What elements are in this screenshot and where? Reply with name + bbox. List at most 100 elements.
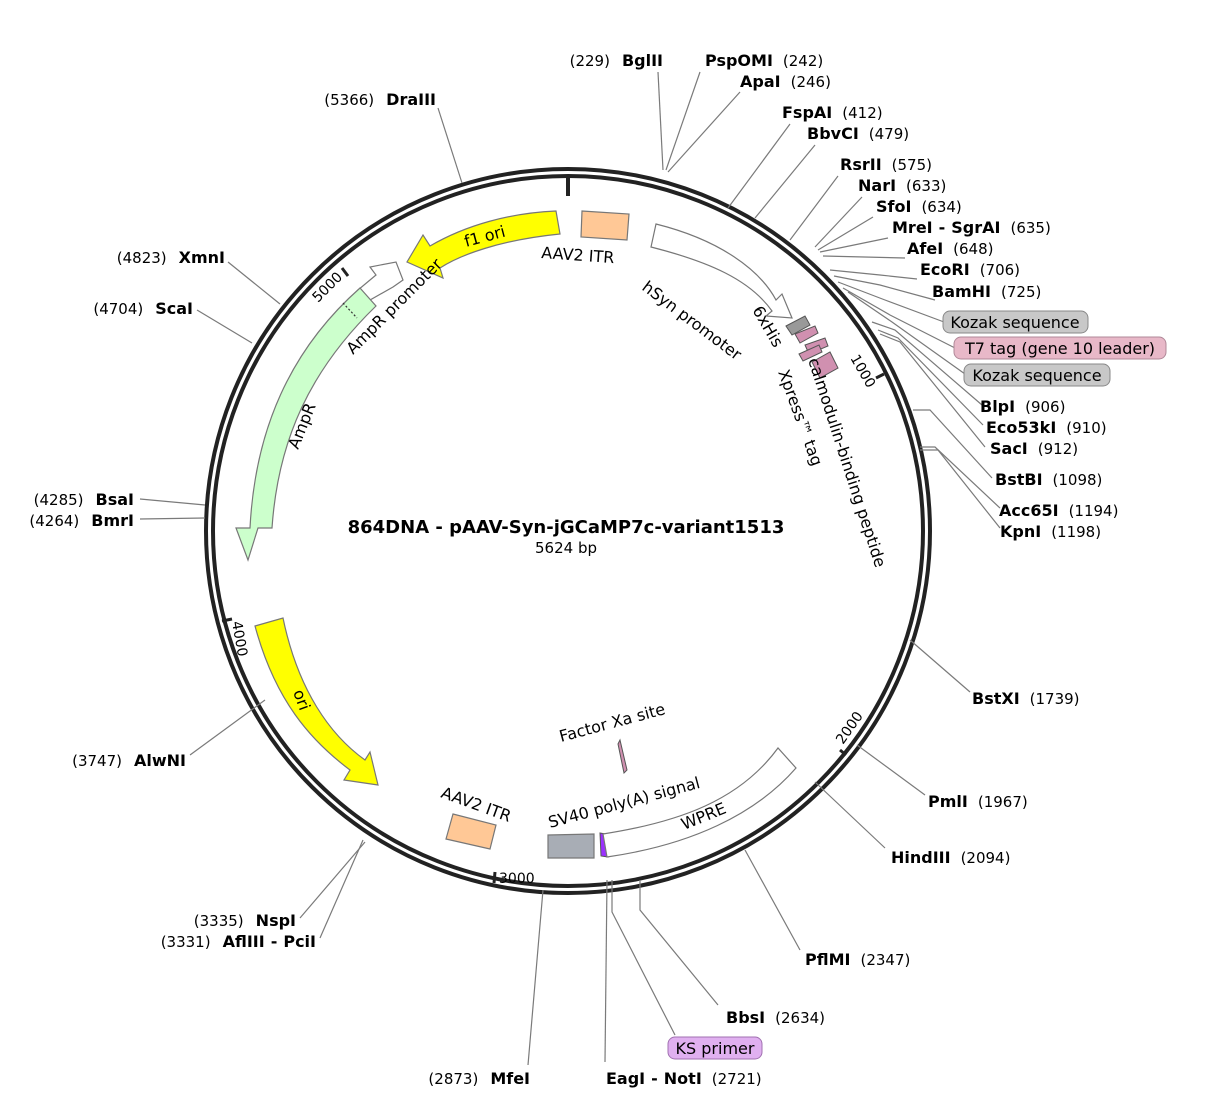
feature-ampr[interactable]	[235, 287, 377, 562]
plasmid-size: 5624 bp	[535, 539, 597, 557]
leader-kozak-2	[847, 291, 966, 375]
leader-eco53ki	[877, 329, 984, 426]
feature-aav2-itr-top[interactable]	[580, 210, 630, 241]
enzyme-label-bbvci[interactable]: BbvCI(479)	[807, 124, 909, 143]
leader-nspi	[299, 841, 366, 919]
leader-mrei	[819, 237, 889, 253]
ks-primer-label: KS primer	[676, 1039, 755, 1058]
enzyme-label-alwni[interactable]: (3747)AlwNI	[72, 751, 186, 770]
feature-xpress-tag[interactable]	[798, 344, 823, 362]
tick-label-3000: 3000	[499, 871, 535, 887]
enzyme-label-bbsi[interactable]: BbsI(2634)	[726, 1008, 825, 1027]
leader-bbsi	[639, 880, 719, 1006]
enzyme-label-pspomi[interactable]: PspOMI(242)	[705, 51, 823, 70]
leader-bsai	[139, 498, 206, 506]
ampr-dotted-divider	[342, 302, 358, 319]
feature-t7-tag[interactable]	[794, 325, 819, 344]
feature-6xhis[interactable]	[785, 315, 811, 336]
feature-calmodulin-binding-peptide[interactable]	[811, 351, 839, 379]
backbone-outer-ring	[204, 167, 932, 895]
enzyme-label-nari[interactable]: NarI(633)	[858, 176, 946, 195]
leader-bbvci	[754, 144, 816, 219]
leader-draiii	[437, 107, 463, 184]
feature-factor-xa-site[interactable]	[617, 738, 628, 775]
enzyme-label-bglii[interactable]: (229)BglII	[570, 51, 663, 70]
enzyme-leaders	[139, 71, 1001, 1066]
enzyme-label-bsai[interactable]: (4285)BsaI	[34, 490, 134, 509]
enzyme-label-fspai[interactable]: FspAI(412)	[782, 103, 883, 122]
enzyme-label-pflmi[interactable]: PflMI(2347)	[805, 950, 910, 969]
leader-hindiii	[814, 781, 886, 849]
enzyme-labels-right: (229)BglII PspOMI(242) ApaI(246) FspAI(4…	[570, 51, 1167, 1088]
leader-t7	[842, 287, 956, 349]
t7-tag-label: T7 tag (gene 10 leader)	[964, 339, 1155, 358]
tick-4000	[221, 617, 233, 623]
enzyme-label-afei[interactable]: AfeI(648)	[907, 239, 994, 258]
feature-sv40-polya-signal[interactable]	[547, 833, 595, 859]
enzyme-label-acc65i[interactable]: Acc65I(1194)	[999, 501, 1118, 520]
enzyme-label-xmni[interactable]: (4823)XmnI	[117, 248, 225, 267]
feature-f1-ori[interactable]	[406, 210, 561, 280]
leader-kpni	[920, 449, 1001, 529]
enzyme-label-bamhi[interactable]: BamHI(725)	[932, 282, 1041, 301]
enzyme-label-rsrii[interactable]: RsrII(575)	[840, 155, 932, 174]
leader-ks-primer	[611, 880, 676, 1036]
leader-afei	[822, 255, 906, 259]
enzyme-label-bmri[interactable]: (4264)BmrI	[29, 511, 134, 530]
tick-5000	[340, 267, 350, 277]
enzyme-label-hindiii[interactable]: HindIII(2094)	[891, 848, 1010, 867]
ks-primer-box[interactable]	[667, 1036, 763, 1060]
enzyme-labels-left: (2873)MfeI (3335)NspI (3331)AflIII-PciI …	[29, 90, 530, 1088]
enzyme-label-bstbi[interactable]: BstBI(1098)	[995, 470, 1102, 489]
enzyme-label-kpni[interactable]: KpnI(1198)	[1000, 522, 1101, 541]
feature-aav2-itr-bottom[interactable]	[445, 813, 497, 850]
tick-2000	[839, 748, 847, 757]
leader-alwni	[189, 699, 266, 756]
enzyme-label-mfei[interactable]: (2873)MfeI	[428, 1069, 530, 1088]
tick-1000	[875, 372, 885, 380]
backbone-inner-ring	[211, 174, 925, 888]
enzyme-label-pmli[interactable]: PmlI(1967)	[928, 792, 1028, 811]
feature-wpre[interactable]	[602, 747, 797, 858]
leader-acc65i	[920, 446, 1001, 509]
kozak-sequence-label-2: Kozak sequence	[972, 366, 1101, 385]
leader-kozak-1	[837, 281, 945, 323]
enzyme-label-saci[interactable]: SacI(912)	[990, 439, 1078, 458]
kozak-sequence-label-1: Kozak sequence	[950, 313, 1079, 332]
tick-label-1000: 1000	[847, 352, 879, 391]
kozak-sequence-box-1[interactable]	[942, 310, 1089, 334]
enzyme-label-eco53ki[interactable]: Eco53kI(910)	[986, 418, 1107, 437]
enzyme-label-sfoi[interactable]: SfoI(634)	[876, 197, 962, 216]
leader-bglii	[657, 71, 664, 171]
feature-label-hsyn-promoter: hSyn promoter	[639, 277, 746, 364]
enzyme-label-ecori[interactable]: EcoRI(706)	[920, 260, 1020, 279]
t7-tag-box[interactable]	[953, 336, 1167, 360]
leader-bstbi	[913, 409, 993, 479]
leader-sfoi	[817, 216, 874, 251]
leader-nari	[814, 196, 863, 248]
enzyme-label-draiii[interactable]: (5366)DraIII	[324, 90, 436, 109]
enzyme-label-apai[interactable]: ApaI(246)	[740, 72, 831, 91]
kozak-sequence-box-2[interactable]	[963, 363, 1111, 387]
leader-bmri	[139, 517, 206, 520]
enzyme-label-blpi[interactable]: BlpI(906)	[980, 397, 1065, 416]
leader-eagi	[604, 879, 608, 1063]
enzyme-label-bstxi[interactable]: BstXI(1739)	[972, 689, 1080, 708]
enzyme-label-scai[interactable]: (4704)ScaI	[93, 299, 193, 318]
enzyme-label-eagi-noti[interactable]: EagI-NotI(2721)	[606, 1069, 762, 1088]
leader-apai	[667, 91, 741, 173]
enzyme-label-nspi[interactable]: (3335)NspI	[194, 911, 296, 930]
leader-blpi	[871, 321, 983, 406]
leader-scai	[196, 309, 253, 344]
leader-xmni	[227, 261, 281, 305]
feature-hsyn-promoter[interactable]	[650, 223, 793, 319]
leader-pmli	[856, 744, 926, 796]
leader-saci	[879, 333, 986, 448]
enzyme-label-afliii-pcii[interactable]: (3331)AflIII-PciI	[161, 932, 316, 951]
feature-ori[interactable]	[254, 617, 379, 786]
leader-bstxi	[909, 639, 971, 693]
feature-label-aav2-itr-top: AAV2 ITR	[541, 243, 615, 267]
enzyme-label-mrei-sgrai[interactable]: MreI-SgrAI(635)	[892, 218, 1051, 237]
leader-fspai	[727, 123, 791, 209]
